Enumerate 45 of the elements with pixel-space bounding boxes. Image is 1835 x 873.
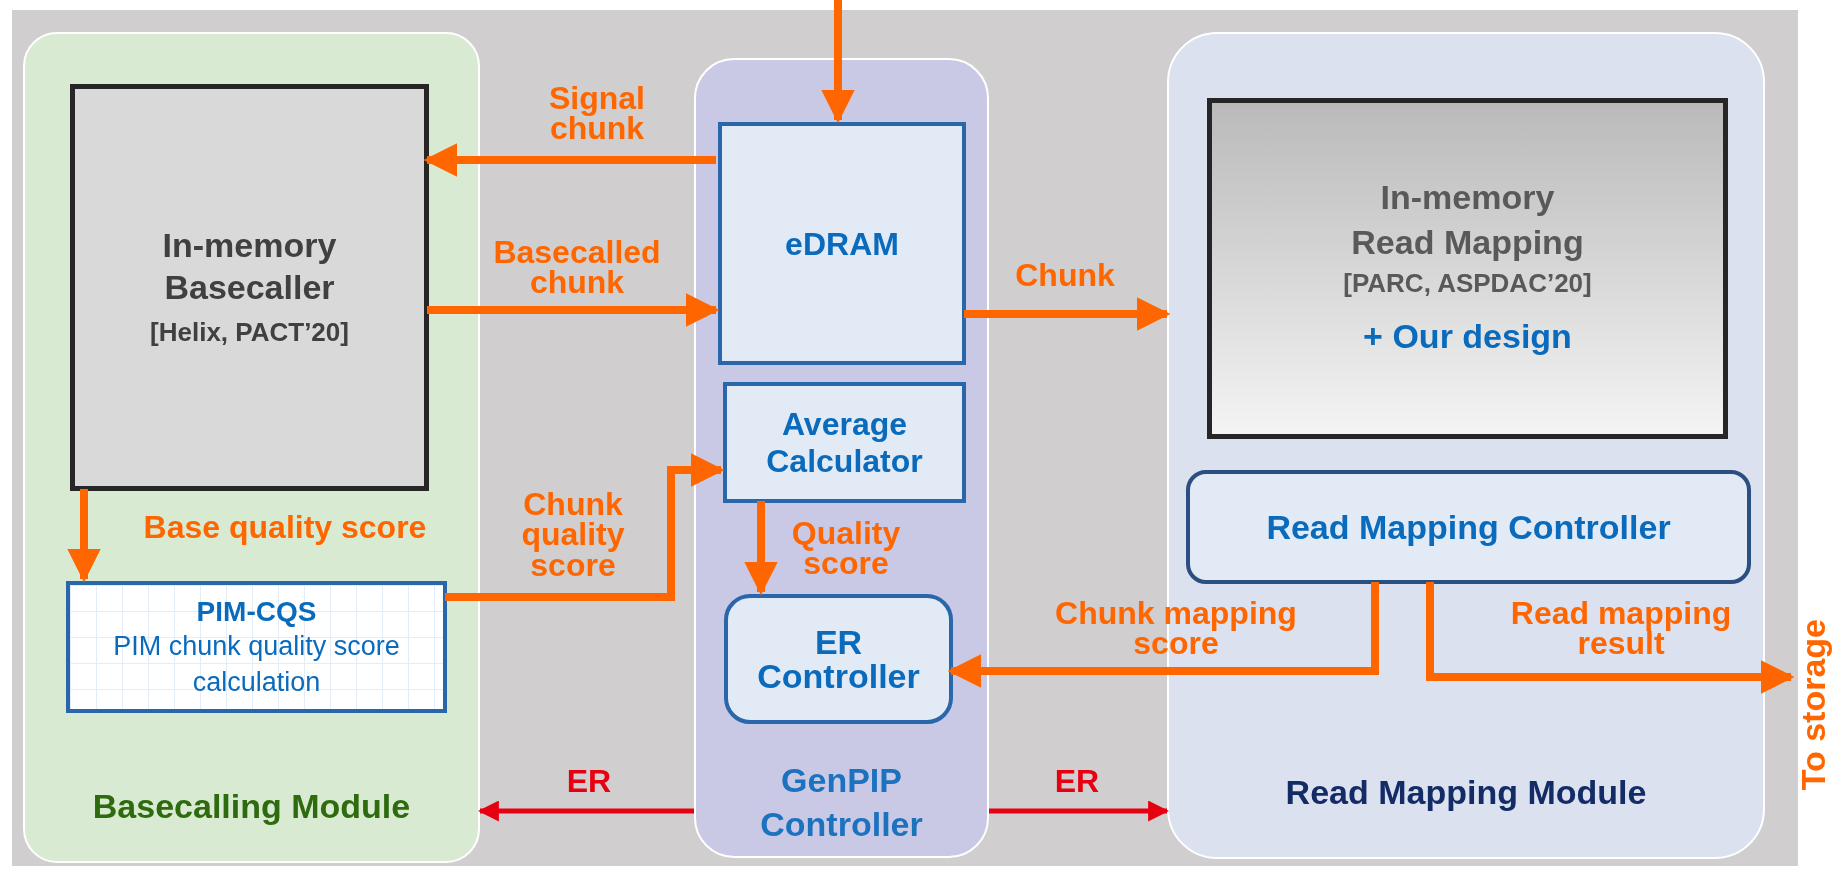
arrow: [1426, 582, 1795, 694]
module-title: Basecalling Module: [92, 785, 411, 827]
edge-label: Chunk quality score: [520, 489, 626, 581]
module-panel: [23, 32, 480, 863]
controller-box: [724, 594, 953, 724]
box-title: PIM-CQS: [196, 595, 317, 630]
box-title: In-memory Basecaller: [161, 224, 338, 308]
box-title: Average Calculator: [765, 405, 924, 480]
arrow: [989, 800, 1170, 822]
citation: [Helix, PACT’20]: [150, 315, 349, 349]
arrow: [427, 293, 720, 327]
module-title: GenPIP Controller: [759, 759, 924, 845]
arrow: [744, 501, 778, 596]
controller-panel: [694, 58, 989, 858]
citation: [PARC, ASPDAC’20]: [1343, 266, 1592, 300]
box-title: eDRAM: [785, 224, 899, 264]
arrow: [477, 800, 694, 822]
pim-cqs-box: [66, 581, 447, 713]
arrow: [67, 489, 101, 583]
box-title: Read Mapping Controller: [1266, 506, 1671, 548]
arrow: [423, 143, 716, 177]
arrow: [445, 453, 725, 601]
edge-label: ER: [565, 765, 613, 797]
calculator-box: [723, 382, 966, 503]
box-title: ER Controller: [756, 625, 921, 693]
design-note: + Our design: [1363, 315, 1572, 357]
edge-label: Read mapping result: [1509, 597, 1733, 659]
vertical-label: To storage: [1792, 619, 1833, 791]
edge-label: Basecalled chunk: [492, 236, 662, 298]
edge-label: ER: [1053, 765, 1101, 797]
box-description: PIM chunk quality score calculation: [112, 630, 401, 699]
edge-label: Signal chunk: [548, 82, 646, 144]
module-title: Read Mapping Module: [1285, 771, 1647, 813]
read-mapping-box: [1207, 98, 1728, 439]
controller-box: [1186, 470, 1751, 584]
arrow: [964, 297, 1171, 331]
edge-label: Base quality score: [142, 511, 428, 543]
arrow: [821, 0, 855, 124]
arrow: [947, 582, 1379, 688]
box-title: In-memory Read Mapping: [1350, 177, 1585, 263]
edge-label: Chunk: [1014, 259, 1116, 291]
edram-box: [718, 122, 966, 365]
edge-label: Quality score: [790, 517, 902, 579]
basecaller-box: [70, 84, 429, 491]
edge-label: Chunk mapping score: [1054, 597, 1298, 659]
